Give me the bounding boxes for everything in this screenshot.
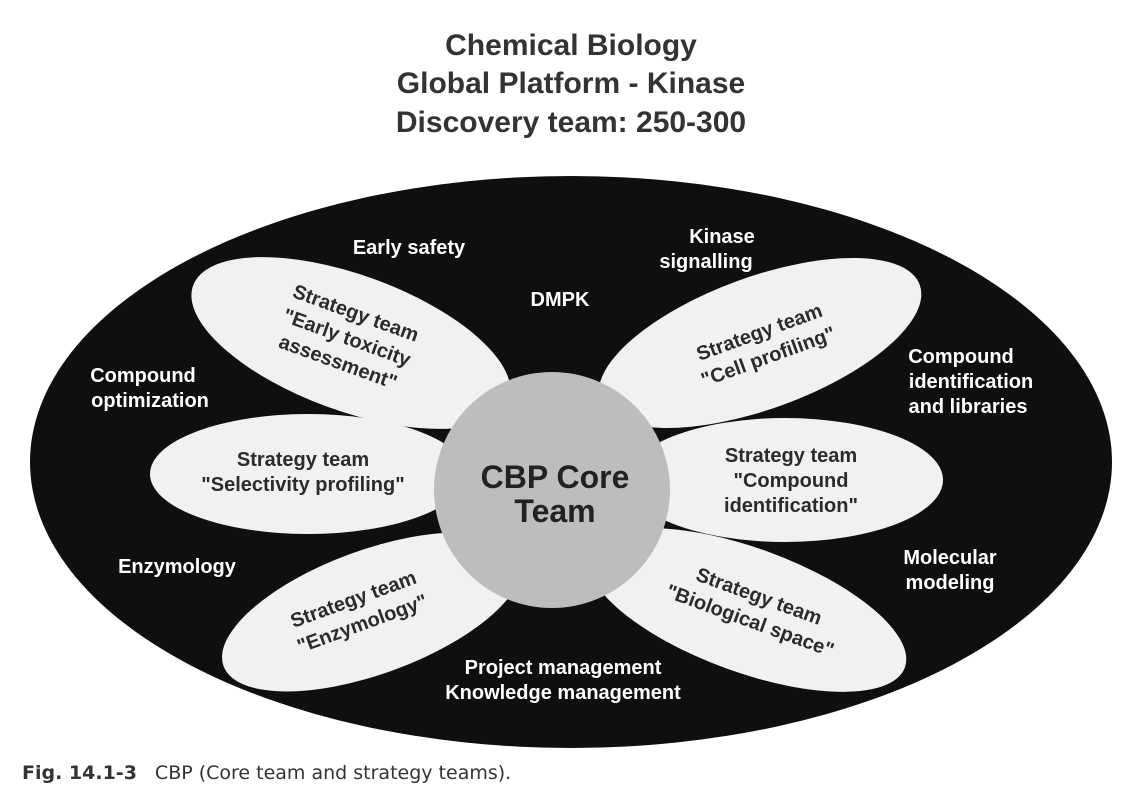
petal-compound-identification bbox=[627, 418, 943, 542]
petal-compound-id-line-1: Strategy team bbox=[725, 445, 857, 467]
title-line-3: Discovery team: 250-300 bbox=[395, 106, 747, 139]
label-dmpk: DMPK bbox=[531, 289, 590, 311]
core-line-1: CBP Core bbox=[481, 459, 630, 495]
label-molecular-modeling-2: modeling bbox=[906, 572, 995, 594]
label-knowledge-management: Knowledge management bbox=[445, 682, 681, 704]
label-early-safety: Early safety bbox=[353, 237, 466, 259]
petal-enzymology bbox=[222, 532, 522, 692]
label-compound-optimization-2: optimization bbox=[91, 390, 209, 412]
label-project-management: Project management bbox=[465, 657, 662, 679]
petal-biological-space bbox=[587, 528, 907, 692]
petal-compound-id-line-3: identification" bbox=[724, 495, 858, 517]
petal-cell-profiling bbox=[598, 257, 922, 429]
figure-caption: Fig. 14.1-3 CBP (Core team and strategy t… bbox=[22, 762, 511, 784]
label-compound-identification-3: and libraries bbox=[909, 396, 1028, 418]
label-enzymology: Enzymology bbox=[118, 556, 237, 578]
title-line-1: Chemical Biology bbox=[445, 29, 697, 62]
petal-selectivity-line-2: "Selectivity profiling" bbox=[201, 474, 404, 496]
petal-compound-id-line-2: "Compound bbox=[733, 470, 848, 492]
label-compound-optimization-1: Compound bbox=[90, 365, 196, 387]
figure-caption-text: CBP (Core team and strategy teams). bbox=[154, 762, 512, 784]
petal-selectivity-line-1: Strategy team bbox=[237, 449, 369, 471]
petal-early-toxicity bbox=[191, 257, 511, 429]
title-line-2: Global Platform - Kinase bbox=[396, 67, 746, 100]
label-compound-identification-1: Compound bbox=[908, 346, 1014, 368]
petal-selectivity-profiling bbox=[150, 414, 466, 534]
figure-number: Fig. 14.1-3 bbox=[22, 762, 137, 784]
label-kinase-1: Kinase bbox=[689, 226, 755, 248]
label-kinase-2: signalling bbox=[659, 251, 752, 273]
core-line-2: Team bbox=[514, 493, 595, 529]
core-team-circle bbox=[434, 372, 670, 608]
label-compound-identification-2: identification bbox=[909, 371, 1033, 393]
label-molecular-modeling-1: Molecular bbox=[903, 547, 997, 569]
